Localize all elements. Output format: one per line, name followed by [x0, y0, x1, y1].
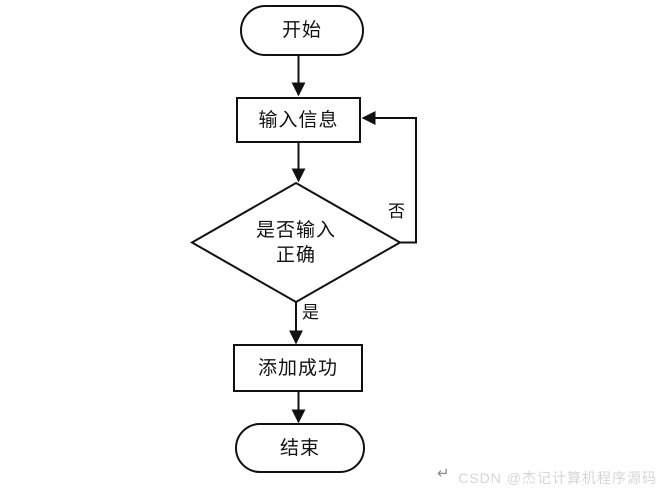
node-success-shape: [233, 344, 363, 392]
node-end-shape: [235, 423, 365, 473]
edge-label-no: 否: [388, 202, 405, 221]
edge-label-yes: 是: [302, 303, 319, 322]
node-check-shape: [189, 181, 403, 304]
node-input-shape: [236, 97, 361, 143]
edge-check-no-to-input: [361, 111, 417, 244]
return-mark-icon: ↵: [437, 465, 450, 482]
watermark-text: CSDN @杰记计算机程序源码: [458, 470, 657, 486]
node-start-shape: [240, 5, 364, 56]
